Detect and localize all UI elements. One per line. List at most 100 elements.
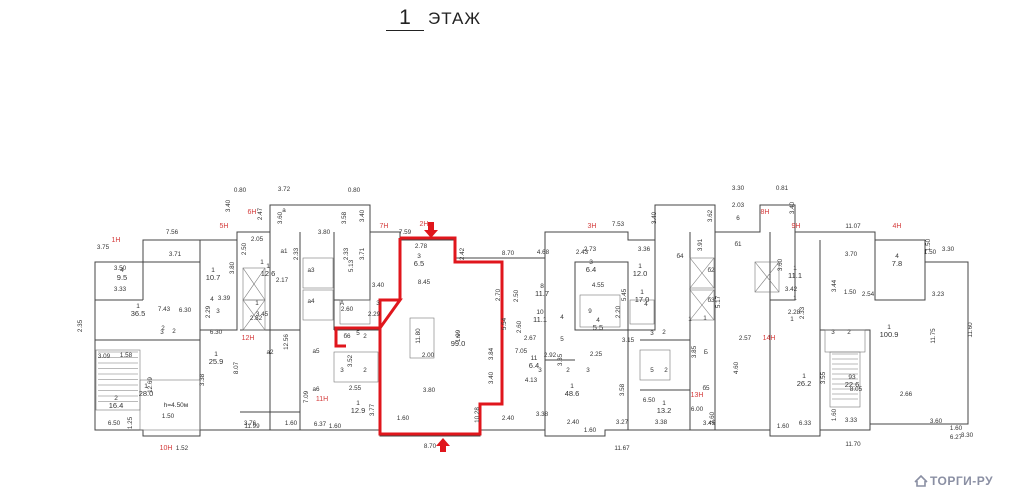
dimension-label: 2.70 [495,288,502,301]
dimension-label: 3.40 [359,209,366,222]
room-area-r_12.9: 12.9 [351,406,366,415]
room-number-r_6.4: 3 [589,259,593,266]
room-code-label: 2 [363,333,367,340]
dimension-label: 3.60 [277,211,284,224]
dimension-label: 8.70 [502,250,515,257]
room-code-label: 5 [356,330,360,337]
dimension-label: 3.30 [732,185,745,192]
room-number-r_11.1: 1 [793,265,797,272]
room-number-r_7.8: 4 [895,253,899,260]
room-code-label: 3 [538,367,542,374]
watermark: ТОРГИ-РУ [914,474,993,488]
room-area-r_7.8: 7.8 [892,259,902,268]
dimension-label: 2.17 [276,277,289,284]
unit-label-10h: 10Н [160,445,173,452]
room-code-label: 9 [588,308,592,315]
dimension-label: 0.81 [776,185,789,192]
house-roof-icon [914,475,928,487]
dimension-label: 2.66 [900,391,913,398]
dimension-label: 12.69 [147,377,154,393]
dimension-label: 6.30 [210,329,223,336]
dimension-label: 3.42 [785,286,798,293]
room-code-label: 2 [847,329,851,336]
room-area-r_13.2: 13.2 [657,406,672,415]
room-code-label: 2 [566,367,570,374]
room-number-r_11.1b: 10 [536,309,544,316]
dimension-label: 3.77 [369,403,376,416]
room-number-r_6.5: 3 [417,253,421,260]
dimension-label: 3.30 [961,432,974,439]
dimension-label: 10.28 [474,407,481,423]
room-number-r_10.7: 1 [211,267,215,274]
room-code-label: 3 [376,300,380,307]
room-code-label: а2 [266,349,274,356]
dimension-label: 7.05 [515,348,528,355]
room-area-r_22.6: 22.6 [845,380,860,389]
dimension-label: 3.71 [169,251,182,258]
dimension-label: 6.37 [314,421,327,428]
dimension-label: 2.47 [257,207,264,220]
dimension-label: 7.59 [399,229,412,236]
room-code-label: 1 [793,295,797,302]
room-code-label: 5 [560,336,564,343]
room-area-r_10.7: 10.7 [206,273,221,282]
dimension-label: 5.45 [621,288,628,301]
dimension-label: 6.00 [691,406,704,413]
unit-label-5h: 5Н [220,223,229,230]
dimension-label: 3.76 [244,420,257,427]
room-code-label: 3 [340,367,344,374]
room-code-label: 1 [260,259,264,266]
dimension-label: 6.50 [643,397,656,404]
room-code-label: б5 [702,384,710,392]
room-code-label: 3 [650,330,654,337]
room-code-label: 2 [664,367,668,374]
dimension-label: 3.91 [697,238,704,251]
dimension-label: 2.50 [241,242,248,255]
room-code-label: 1 [255,300,259,307]
dimension-label: 7.56 [166,229,179,236]
dimension-label: 3.80 [229,261,236,274]
room-area-r_11.1: 11.1 [788,271,802,280]
dimension-label: 2.03 [732,202,745,209]
unit-label-3h: 3Н [588,223,597,230]
room-code-label: 1 [790,316,794,323]
room-code-label: 4 [210,296,214,303]
dimension-label: 3.50 [114,265,127,272]
dimension-label: 0.80 [234,187,247,194]
room-number-r_12.9: 1 [356,400,360,407]
dimension-label: 2.55 [349,385,362,392]
dimension-label: 7.09 [303,390,310,403]
unit-label-2h: 2Н [420,221,429,228]
room-code-label: а4 [307,298,315,305]
dimension-label: 1.25 [127,416,134,429]
dimension-label: 1.99 [455,329,462,342]
room-code-label: 6 [736,215,740,222]
room-number-r_48.6: 1 [570,383,574,390]
dimension-label: 3.62 [707,209,714,222]
room-code-label: 3 [160,329,164,336]
dimension-label: 0.80 [348,187,361,194]
room-code-label: 4 [644,301,648,308]
dimension-label: 3.38 [199,373,206,386]
highlighted-unit-2h [334,222,504,452]
room-area-r_36.5: 36.5 [131,309,146,318]
dimension-label: 4.13 [525,377,538,384]
dimension-label: 2.43 [576,249,589,256]
dimension-label: 2.40 [567,419,580,426]
dimension-label: 3.60 [777,258,784,271]
room-area-r_25.9: 25.9 [209,357,224,366]
dimension-label: 3.40 [225,199,232,212]
room-area-r_28.0: 28.0 [139,389,154,398]
dimension-label: 3.27 [616,419,629,426]
dimension-label: 6.30 [179,307,192,314]
room-area-r_17.0: 17.0 [635,295,650,304]
dimension-label: 1.50 [925,238,932,251]
dimension-label: 2.92 [544,352,557,359]
room-code-label: 2 [161,325,165,332]
dimension-label: 3.70 [845,251,858,258]
room-number-r_25.9: 1 [214,351,218,358]
dimension-label: 2.05 [251,236,264,243]
room-code-label: а [282,207,286,214]
dimension-label: 3.40 [488,371,495,384]
